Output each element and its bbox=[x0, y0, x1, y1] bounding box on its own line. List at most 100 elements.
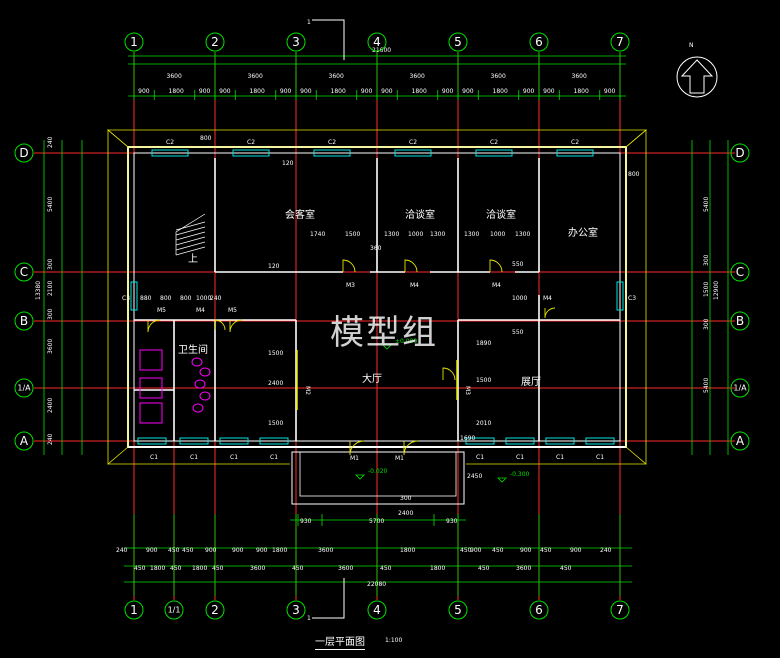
axis-bubble bbox=[124, 32, 144, 52]
bottom-dim: 900 bbox=[232, 547, 244, 554]
axis-bubble bbox=[730, 262, 750, 282]
axis-bubble bbox=[367, 600, 387, 620]
axis-bubble bbox=[730, 431, 750, 451]
bottom-dim: 1800 bbox=[272, 547, 287, 554]
room-label-office3: 办公室 bbox=[568, 226, 598, 239]
door-tag: M5 bbox=[228, 307, 237, 314]
axis-bubble bbox=[730, 143, 750, 163]
axis-bubble bbox=[529, 600, 549, 620]
sub-dim: 900 bbox=[280, 88, 292, 95]
axis-bubble bbox=[14, 143, 34, 163]
left-dim: 5400 bbox=[47, 197, 54, 212]
bottom-dim: 450 bbox=[212, 565, 224, 572]
bottom-dim: 3600 bbox=[338, 565, 353, 572]
left-dim: 2400 bbox=[47, 398, 54, 413]
sub-dim: 900 bbox=[138, 88, 150, 95]
sub-dim: 1800 bbox=[493, 88, 508, 95]
sub-dim: 900 bbox=[604, 88, 616, 95]
bottom-dim: 450 bbox=[134, 565, 146, 572]
bottom-dim: 450 bbox=[560, 565, 572, 572]
bottom-dim: 240 bbox=[116, 547, 128, 554]
stair-rail bbox=[175, 213, 206, 255]
toilet-fixtures bbox=[139, 349, 211, 424]
axis-bubble bbox=[610, 600, 630, 620]
sub-dim: 900 bbox=[361, 88, 373, 95]
interior-dim: 2450 bbox=[467, 473, 482, 480]
interior-dim: 120 bbox=[282, 160, 294, 167]
elevation-triangle-icon bbox=[497, 477, 507, 483]
bottom-dim: 450 bbox=[168, 547, 180, 554]
toilet-stall-icon bbox=[139, 402, 163, 424]
left-dim: 3600 bbox=[47, 339, 54, 354]
sub-dim: 1800 bbox=[331, 88, 346, 95]
window-tag: C3 bbox=[628, 295, 636, 302]
door-tag: M1 bbox=[350, 455, 359, 462]
door-swing bbox=[544, 307, 556, 319]
bottom-dim: 3600 bbox=[318, 547, 333, 554]
window-tag: C1 bbox=[476, 454, 484, 461]
axis-bubble bbox=[529, 32, 549, 52]
left-dim: 300 bbox=[47, 308, 54, 320]
door-tag: M3 bbox=[346, 282, 355, 289]
door-tag: M5 bbox=[157, 307, 166, 314]
axis-bubble-label: B bbox=[736, 314, 744, 328]
urinal-icon bbox=[191, 357, 203, 367]
window-c2 bbox=[313, 149, 351, 157]
right-dim: 300 bbox=[703, 318, 710, 330]
exterior-wall-inner bbox=[133, 152, 621, 442]
right-total: 12900 bbox=[713, 281, 720, 300]
axis-bubble-label: 1 bbox=[130, 603, 138, 617]
sub-dim: 900 bbox=[300, 88, 312, 95]
interior-dim: 1300 bbox=[384, 231, 399, 238]
bottom-dim: 240 bbox=[600, 547, 612, 554]
sub-dim: 900 bbox=[199, 88, 211, 95]
roof-outline bbox=[625, 129, 647, 465]
porch-dim: 930 bbox=[300, 518, 312, 525]
axis-bubble-label: B bbox=[20, 314, 28, 328]
window-tag: C2 bbox=[409, 139, 417, 146]
bottom-dim: 900 bbox=[570, 547, 582, 554]
axis-bubble bbox=[610, 32, 630, 52]
axis-bubble-label: 1/A bbox=[733, 384, 747, 393]
door-tag: M2 bbox=[304, 386, 311, 395]
door-tag: M4 bbox=[492, 282, 501, 289]
axis-bubble-label: A bbox=[736, 434, 745, 448]
bottom-dim: 1800 bbox=[150, 565, 165, 572]
door-swing bbox=[342, 259, 356, 273]
porch-inner bbox=[299, 451, 457, 497]
elevation-mark: -0.020 bbox=[368, 468, 388, 475]
left-dim: 300 bbox=[47, 258, 54, 270]
north-label: N bbox=[689, 42, 694, 49]
axis-bubble bbox=[14, 311, 34, 331]
bottom-dim: 450 bbox=[540, 547, 552, 554]
axis-bubble bbox=[367, 32, 387, 52]
axis-bubble bbox=[205, 32, 225, 52]
stair-tread bbox=[175, 226, 206, 236]
window-c1 bbox=[545, 437, 575, 445]
window-c1 bbox=[465, 437, 495, 445]
bottom-dim: 900 bbox=[520, 547, 532, 554]
door-swing bbox=[489, 259, 503, 273]
interior-dim: 880 bbox=[140, 295, 152, 302]
axis-bubble-label: 6 bbox=[535, 603, 543, 617]
left-total: 13380 bbox=[35, 281, 42, 300]
window-tag: C2 bbox=[490, 139, 498, 146]
bottom-dim: 1800 bbox=[400, 547, 415, 554]
axis-bubble-label: D bbox=[19, 146, 28, 160]
window-tag: C1 bbox=[190, 454, 198, 461]
door-swing bbox=[404, 259, 418, 273]
elevation-triangle-icon bbox=[355, 474, 365, 480]
urinal-icon bbox=[194, 379, 206, 389]
room-label-showroom: 展厅 bbox=[521, 376, 541, 388]
bottom-dim: 450 bbox=[492, 547, 504, 554]
left-dim: 2100 bbox=[47, 281, 54, 296]
axis-bubble-label: 1/1 bbox=[168, 606, 181, 615]
window-c2 bbox=[556, 149, 594, 157]
axis-bubble-label: 7 bbox=[616, 35, 624, 49]
interior-dim: 2400 bbox=[268, 380, 283, 387]
window-c1 bbox=[259, 437, 289, 445]
bottom-dim: 1800 bbox=[430, 565, 445, 572]
window-c1 bbox=[179, 437, 209, 445]
axis-bubble-label: C bbox=[20, 265, 28, 279]
axis-bubble-label: 3 bbox=[292, 35, 300, 49]
